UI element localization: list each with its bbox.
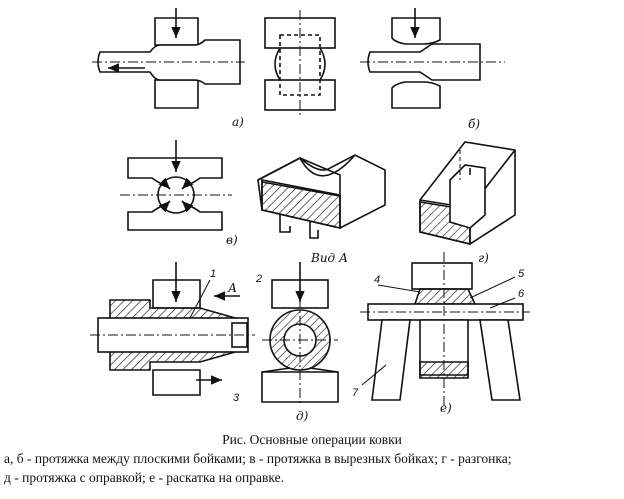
arrow-a-label: А [227, 281, 237, 295]
panel-d-side-drawing [90, 262, 255, 396]
figure-caption-line-1: а, б - протяжка между плоскими бойками; … [4, 451, 512, 466]
panel-label-g: г) [478, 251, 489, 265]
figure-caption-title: Рис. Основные операции ковки [222, 432, 402, 447]
panel-e-drawing [360, 252, 530, 408]
view-a-label: Вид А [310, 251, 348, 265]
panel-g-drawing [419, 141, 516, 246]
panel-b-drawing [360, 8, 505, 109]
figure-caption-line-2: д - протяжка с оправкой; е - раскатка на… [4, 470, 284, 485]
part-number-7: 7 [352, 387, 359, 399]
forging-operations-figure: а) б) в) г) д) е) Вид А А 1 2 3 4 5 6 7 [90, 8, 530, 423]
part-number-3: 3 [233, 392, 240, 404]
part-number-1: 1 [210, 268, 216, 280]
part-number-6: 6 [518, 288, 525, 300]
panel-v-drawing [120, 140, 232, 231]
panel-label-d: д) [296, 409, 309, 423]
panel-a-drawing [92, 8, 245, 109]
part-number-5: 5 [518, 268, 525, 280]
panel-v-3d-block [257, 154, 386, 239]
panel-a-side-view [264, 10, 336, 118]
panel-label-e: е) [440, 401, 452, 415]
panel-d-section-drawing [261, 262, 339, 405]
part-number-4: 4 [374, 274, 380, 286]
panel-label-v: в) [226, 233, 238, 247]
part-number-2: 2 [255, 273, 262, 285]
panel-label-a: а) [232, 115, 244, 129]
panel-label-b: б) [468, 117, 480, 131]
